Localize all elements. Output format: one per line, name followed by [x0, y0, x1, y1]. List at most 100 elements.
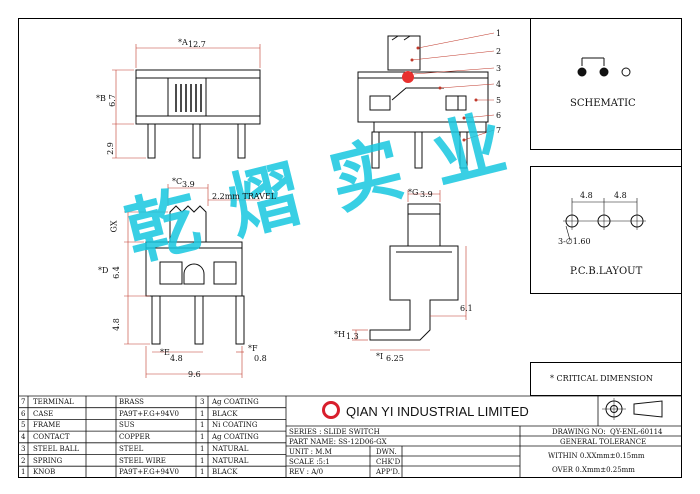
- bom-part: CASE: [33, 409, 54, 418]
- callout-6: 6: [496, 111, 502, 120]
- bom-material: STEEL WIRE: [119, 456, 166, 465]
- company-name: QIAN YI INDUSTRIAL LIMITED: [346, 404, 529, 419]
- pcb-layout-label: P.C.B.LAYOUT: [570, 266, 643, 277]
- bom-qty: 1: [200, 456, 205, 465]
- bom-material: BRASS: [119, 398, 144, 406]
- drawing-no-label: DRAWING NO:: [552, 428, 606, 436]
- bom-no: 6: [21, 409, 26, 418]
- dim-g-label: *G: [408, 188, 419, 197]
- dim-d-label: *D: [98, 266, 109, 275]
- bom-finish: Ni COATING: [212, 421, 258, 430]
- dim-c-value: 3.9: [182, 180, 195, 189]
- schematic-label: SCHEMATIC: [570, 98, 636, 109]
- dim-c-label: *C: [172, 177, 183, 186]
- dwn: DWN.: [376, 448, 397, 456]
- dim-b-value: 6.7: [107, 94, 117, 107]
- projection-symbol: [602, 398, 663, 420]
- bom-no: 7: [21, 398, 26, 406]
- pcb-pitch-2: 4.8: [614, 191, 627, 200]
- chkd: CHK'D: [376, 458, 401, 466]
- drawing-no: QY-ENL-60114: [610, 428, 663, 436]
- part-name: PART NAME: SS-12D06-GX: [289, 438, 387, 446]
- appd: APP'D.: [376, 468, 400, 476]
- dim-i-label: *I: [376, 352, 384, 361]
- bom-finish: NATURAL: [212, 456, 249, 465]
- unit: UNIT : M.M: [289, 448, 332, 456]
- bom-row: 1 KNOB PA9T+F.G+94V0 1 BLACK: [18, 466, 286, 478]
- bom-table: 7 TERMINAL BRASS 3 Ag COATING 6 CASE PA9…: [18, 396, 286, 478]
- bom-finish: Ag COATING: [212, 398, 259, 406]
- bom-no: 2: [21, 456, 26, 465]
- dim-61: 6.1: [460, 304, 473, 313]
- callout-1: 1: [496, 29, 502, 38]
- bom-part: FRAME: [33, 421, 61, 430]
- bom-finish: BLACK: [212, 409, 238, 418]
- bom-part: TERMINAL: [33, 398, 74, 406]
- tolerance-label: GENERAL TOLERANCE: [560, 438, 647, 446]
- dim-e-label: *E: [160, 348, 170, 357]
- dim-h-value: 1.3: [346, 332, 359, 341]
- callout-2: 2: [496, 47, 502, 56]
- dim-f-label: *F: [248, 344, 258, 353]
- schematic-panel: [530, 18, 682, 150]
- bom-finish: BLACK: [212, 468, 238, 477]
- bom-qty: 1: [200, 433, 205, 442]
- bom-row: 4 CONTACT COPPER 1 Ag COATING: [18, 431, 286, 443]
- critical-dimension-panel: [530, 362, 682, 396]
- bom-qty: 1: [200, 444, 205, 453]
- bom-no: 1: [21, 468, 26, 477]
- bom-row: 6 CASE PA9T+F.G+94V0 1 BLACK: [18, 408, 286, 420]
- dim-d-value: 6.4: [111, 266, 121, 279]
- bom-row: 5 FRAME SUS 1 Ni COATING: [18, 419, 286, 431]
- bom-material: COPPER: [119, 433, 150, 442]
- bom-material: STEEL: [119, 444, 144, 453]
- bom-material: PA9T+F.G+94V0: [119, 409, 179, 418]
- front-view: [145, 205, 245, 345]
- bom-qty: 3: [200, 398, 205, 406]
- bom-qty: 1: [200, 421, 205, 430]
- bom-row: 7 TERMINAL BRASS 3 Ag COATING: [18, 396, 286, 408]
- company-logo: [322, 401, 340, 419]
- front-width: 9.6: [188, 370, 201, 379]
- series: SERIES : SLIDE SWITCH: [289, 428, 380, 436]
- tolerance-within: WITHIN 0.XXmm±0.15mm: [548, 452, 645, 460]
- pcb-layout-panel: [530, 166, 682, 294]
- bom-qty: 1: [200, 468, 205, 477]
- callout-4: 4: [496, 80, 502, 89]
- dim-f-value: 0.8: [254, 354, 267, 363]
- dim-a-label: *A: [178, 38, 188, 47]
- bom-row: 3 STEEL BALL STEEL 1 NATURAL: [18, 443, 286, 455]
- bom-material: SUS: [119, 421, 135, 430]
- bom-no: 5: [21, 421, 26, 430]
- bom-part: SPRING: [33, 456, 63, 465]
- dim-i-value: 6.25: [386, 354, 404, 363]
- bom-material: PA9T+F.G+94V0: [119, 468, 179, 477]
- right-view: [369, 203, 459, 341]
- pcb-holes: [563, 198, 646, 241]
- front-pin-length: 4.8: [111, 318, 121, 331]
- side-view: [357, 35, 489, 169]
- critical-dimension-label: * CRITICAL DIMENSION: [550, 374, 653, 383]
- top-pin-length: 2.9: [105, 142, 115, 155]
- top-view: [135, 69, 261, 159]
- bom-no: 3: [21, 444, 26, 453]
- bom-no: 4: [21, 433, 26, 442]
- gx-label: GX: [109, 220, 119, 233]
- pcb-holes-label: 3-∅1.60: [558, 237, 591, 246]
- title-block-grid: [18, 395, 682, 478]
- bom-part: CONTACT: [33, 433, 70, 442]
- bom-part: STEEL BALL: [33, 444, 80, 453]
- callout-3: 3: [496, 64, 502, 73]
- scale: SCALE :5:1: [289, 458, 330, 466]
- rev: REV : A/0: [289, 468, 324, 476]
- callout-5: 5: [496, 96, 502, 105]
- dim-b-label: *B: [96, 94, 106, 103]
- dim-e-value: 4.8: [170, 354, 183, 363]
- schematic-symbol: [577, 57, 631, 77]
- bom-part: KNOB: [33, 468, 56, 477]
- bom-qty: 1: [200, 409, 205, 418]
- pcb-pitch-1: 4.8: [580, 191, 593, 200]
- tolerance-over: OVER 0.Xmm±0.25mm: [552, 466, 635, 474]
